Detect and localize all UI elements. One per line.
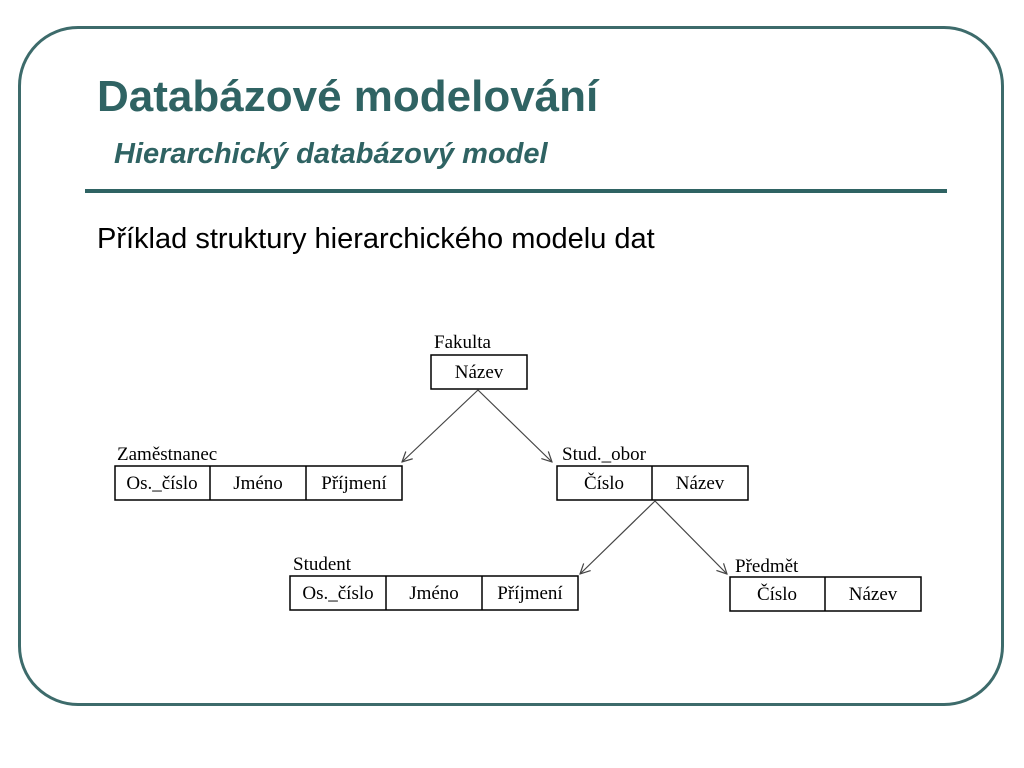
field-predmet-cislo: Číslo [757, 583, 797, 605]
connector-fakulta-zamestnanec [402, 389, 479, 462]
field-student-prijmeni: Příjmení [497, 583, 563, 604]
entity-label-fakulta: Fakulta [434, 332, 492, 353]
slide-frame [18, 26, 1004, 706]
connector-stud-obor-student [580, 500, 656, 574]
field-zamestnanec-os-cislo: Os._číslo [126, 473, 197, 494]
entity-label-zamestnanec: Zaměstnanec [117, 444, 217, 465]
field-zamestnanec-prijmeni: Příjmení [321, 473, 387, 494]
field-student-jmeno: Jméno [409, 583, 459, 604]
slide-subtitle: Hierarchický databázový model [114, 138, 548, 170]
connector-stud-obor-predmet [654, 500, 727, 574]
entity-fakulta: Fakulta Název [430, 332, 528, 390]
entity-box-student [289, 575, 579, 611]
entity-stud-obor: Stud._obor Číslo Název [556, 444, 749, 501]
entity-zamestnanec: Zaměstnanec Os._číslo Jméno Příjmení [114, 444, 403, 501]
field-student-os-cislo: Os._číslo [302, 583, 373, 604]
entity-label-student: Student [293, 554, 352, 575]
entity-label-stud-obor: Stud._obor [562, 444, 647, 465]
field-zamestnanec-jmeno: Jméno [233, 473, 283, 494]
field-stud-obor-cislo: Číslo [584, 472, 624, 494]
entity-predmet: Předmět Číslo Název [729, 556, 922, 612]
body-text: Příklad struktury hierarchického modelu … [97, 223, 655, 255]
entity-box-zamestnanec [114, 465, 403, 501]
field-stud-obor-nazev: Název [676, 473, 725, 494]
field-predmet-nazev: Název [849, 584, 898, 605]
field-fakulta-nazev: Název [455, 362, 504, 383]
entity-box-fakulta [430, 354, 528, 390]
connector-fakulta-stud-obor [477, 389, 552, 462]
title-divider [85, 189, 947, 193]
entity-label-predmet: Předmět [735, 556, 799, 577]
slide-title: Databázové modelování [97, 72, 599, 121]
entity-student: Student Os._číslo Jméno Příjmení [289, 554, 579, 611]
